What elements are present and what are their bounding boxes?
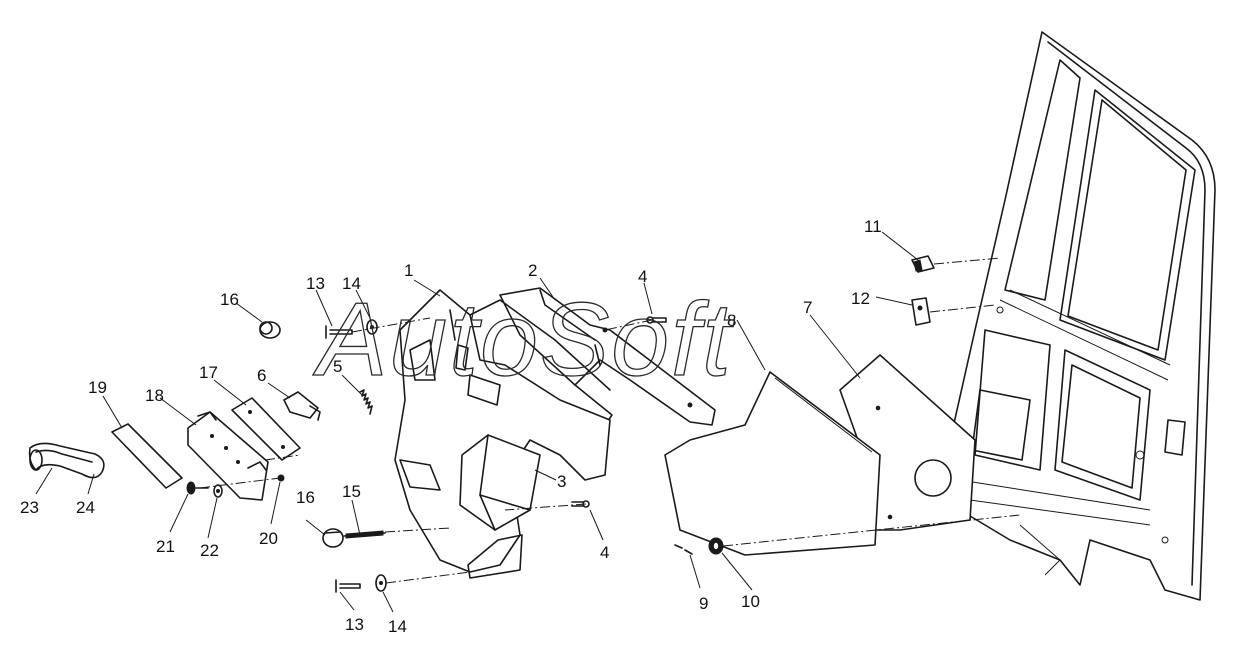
assembly-lines [199, 257, 1021, 584]
bolt-13-lower [335, 579, 361, 593]
callout-leaders [35, 231, 919, 613]
callout-21: 21 [156, 537, 175, 556]
callout-1: 1 [404, 261, 413, 280]
screw-21 [186, 481, 209, 495]
callout-labels: 1 2 3 4 4 5 6 7 8 9 10 11 12 13 13 14 14… [20, 217, 882, 636]
bolt-15 [343, 530, 386, 539]
pull-handle-23-24 [28, 442, 105, 479]
grommet-10 [708, 537, 724, 555]
storage-pocket-3 [459, 434, 541, 531]
washer-14-lower [375, 574, 387, 592]
callout-24: 24 [76, 498, 95, 517]
actuator-6 [283, 391, 321, 421]
callout-6: 6 [257, 366, 266, 385]
insulation-panel-8 [664, 371, 881, 556]
callout-8: 8 [727, 311, 736, 330]
callout-15: 15 [342, 482, 361, 501]
callout-5: 5 [333, 357, 342, 376]
door-frame [947, 31, 1216, 601]
cap-16-upper [259, 321, 281, 339]
handle-bracket-18 [187, 411, 269, 501]
callout-12: 12 [851, 289, 870, 308]
callout-13-lower: 13 [345, 615, 364, 634]
washer-22 [213, 484, 223, 498]
callout-17: 17 [199, 363, 218, 382]
callout-16-lower: 16 [296, 488, 315, 507]
bracket-2 [499, 287, 716, 426]
callout-14-upper: 14 [342, 274, 361, 293]
callout-4-lower: 4 [600, 543, 609, 562]
callout-3: 3 [557, 472, 566, 491]
callout-22: 22 [200, 541, 219, 560]
callout-20: 20 [259, 529, 278, 548]
spring-5 [359, 389, 373, 415]
callout-9: 9 [699, 594, 708, 613]
callout-4-upper: 4 [638, 267, 647, 286]
callout-16-upper: 16 [220, 290, 239, 309]
cap-16-lower [322, 528, 344, 548]
callout-14-lower: 14 [388, 617, 407, 636]
callout-19: 19 [88, 378, 107, 397]
plate-17 [231, 397, 301, 461]
callout-18: 18 [145, 386, 164, 405]
trim-panel-1 [394, 289, 611, 579]
callout-7: 7 [803, 298, 812, 317]
callout-10: 10 [741, 592, 760, 611]
callout-23: 23 [20, 498, 39, 517]
callout-2: 2 [528, 261, 537, 280]
watermark-logo: AutoSoft [312, 282, 735, 398]
trim-strip-19 [111, 423, 183, 489]
washer-14-upper [366, 319, 378, 335]
callout-11: 11 [864, 217, 882, 236]
clip-12 [911, 297, 931, 326]
callout-13-upper: 13 [306, 274, 325, 293]
clip-9 [674, 544, 693, 555]
